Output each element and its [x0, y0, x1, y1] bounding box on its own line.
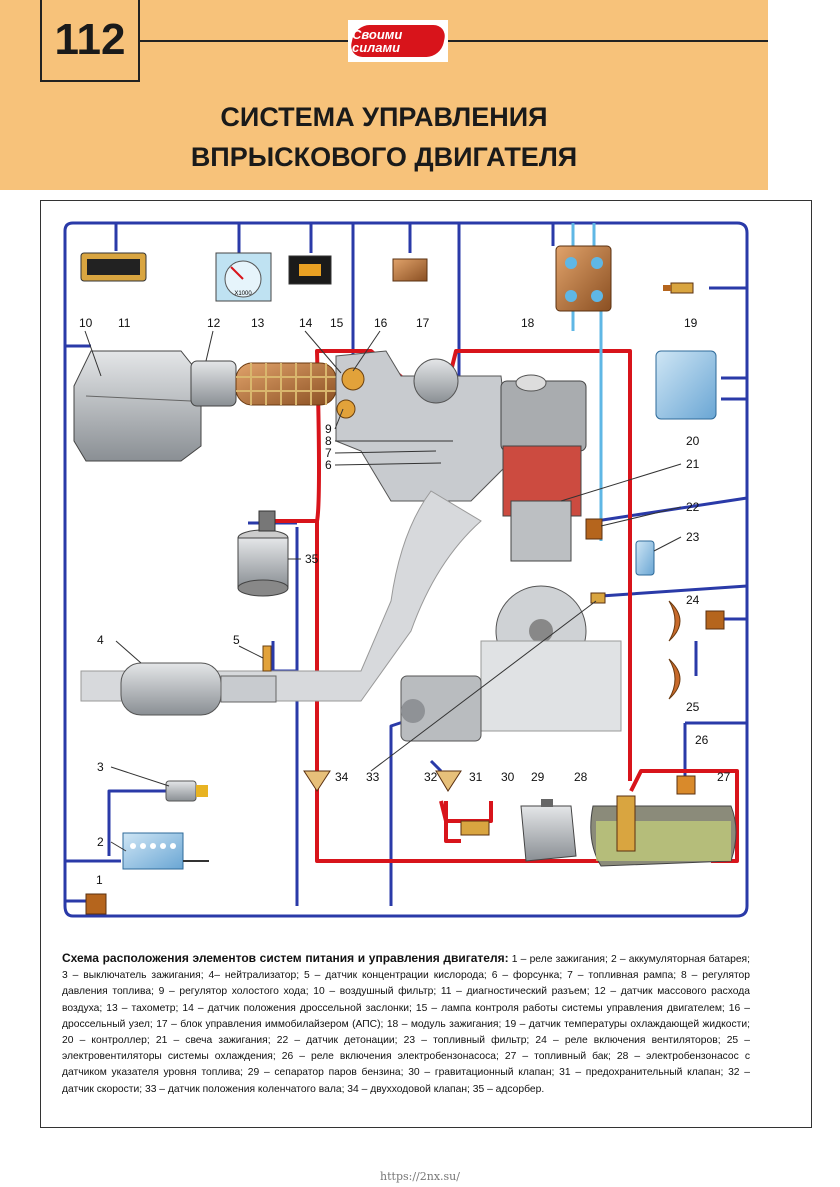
vapor-separator	[520, 799, 577, 862]
callout-17: 17	[416, 316, 430, 330]
knock-sensor	[585, 518, 603, 540]
callout-1: 1	[96, 873, 103, 887]
caption-body: 1 – реле зажигания; 2 – аккумуляторная б…	[62, 954, 750, 1095]
callout-30: 30	[501, 770, 515, 784]
coolant-line	[571, 223, 603, 541]
callout-35: 35	[305, 552, 319, 566]
callout-23: 23	[686, 530, 700, 544]
callout-34: 34	[335, 770, 349, 784]
gearbox-speed-sensor	[400, 675, 482, 742]
callout-28: 28	[574, 770, 588, 784]
callout-29: 29	[531, 770, 545, 784]
engine-system-diagram: Х1000	[63, 221, 749, 918]
callout-14: 14	[299, 316, 313, 330]
callout-5: 5	[233, 633, 240, 647]
two-way-valve	[303, 770, 331, 792]
tachometer: Х1000	[215, 252, 272, 302]
callout-32: 32	[424, 770, 438, 784]
tachometer-scale-label: Х1000	[234, 291, 252, 297]
ignition-relay	[85, 893, 107, 915]
callout-31: 31	[469, 770, 483, 784]
callout-16: 16	[374, 316, 388, 330]
adsorber-canister	[237, 510, 289, 597]
check-engine-lamp	[288, 255, 332, 285]
coolant-temp-sensor	[663, 282, 694, 294]
ignition-module	[555, 245, 612, 312]
diagnostic-connector	[80, 252, 147, 282]
fan-relay-and-fans	[668, 600, 725, 700]
fuel-pump-relay	[676, 775, 696, 795]
figure-caption: Схема расположения элементов систем пита…	[62, 950, 750, 1098]
ignition-switch	[165, 780, 208, 802]
callout-11: 11	[118, 316, 131, 330]
caption-heading: Схема расположения элементов систем пита…	[62, 951, 509, 965]
callout-labels: 10 11 12 13 14 15 16 17 18 19 20 9 8 7 6…	[79, 316, 731, 887]
fuel-tank	[590, 795, 737, 867]
publisher-logo: Своими силами	[348, 20, 448, 62]
page-number: 112	[40, 0, 140, 82]
fuel-filter	[635, 540, 655, 576]
throttle-body-and-manifold	[335, 350, 512, 502]
callout-12: 12	[207, 316, 221, 330]
logo-text: Своими силами	[352, 27, 403, 55]
callout-leaders	[84, 330, 682, 852]
footer-url[interactable]: https://2nx.su/	[380, 1170, 460, 1183]
callout-8: 8	[325, 434, 332, 448]
callout-10: 10	[79, 316, 93, 330]
page-title-line-2: ВПРЫСКОВОГО ДВИГАТЕЛЯ	[190, 142, 578, 172]
callout-19: 19	[684, 316, 698, 330]
header-rule	[140, 40, 768, 42]
callout-3: 3	[97, 760, 104, 774]
callout-22: 22	[686, 500, 700, 514]
maf-and-intake-hose	[190, 360, 337, 407]
page-title-line-1: СИСТЕМА УПРАВЛЕНИЯ	[220, 102, 548, 132]
logo-badge: Своими силами	[348, 25, 448, 57]
air-filter	[73, 350, 202, 462]
callout-2: 2	[97, 835, 104, 849]
crankshaft-sensor	[590, 592, 606, 604]
safety-valve	[435, 770, 462, 792]
callout-25: 25	[686, 700, 700, 714]
callout-4: 4	[97, 633, 104, 647]
callout-20: 20	[686, 434, 700, 448]
callout-6: 6	[325, 458, 332, 472]
catalytic-converter	[120, 645, 277, 716]
diagram-frame	[40, 200, 812, 1128]
immobilizer-unit	[392, 258, 428, 282]
engine-block	[480, 374, 622, 732]
callout-27: 27	[717, 770, 731, 784]
battery	[122, 832, 209, 870]
callout-24: 24	[686, 593, 700, 607]
ecu-controller	[655, 350, 717, 420]
callout-15: 15	[330, 316, 344, 330]
callout-26: 26	[695, 733, 709, 747]
callout-13: 13	[251, 316, 265, 330]
callout-9: 9	[325, 422, 332, 436]
callout-18: 18	[521, 316, 535, 330]
callout-33: 33	[366, 770, 380, 784]
callout-7: 7	[325, 446, 332, 460]
gravity-valve	[460, 820, 490, 836]
callout-21: 21	[686, 457, 700, 471]
